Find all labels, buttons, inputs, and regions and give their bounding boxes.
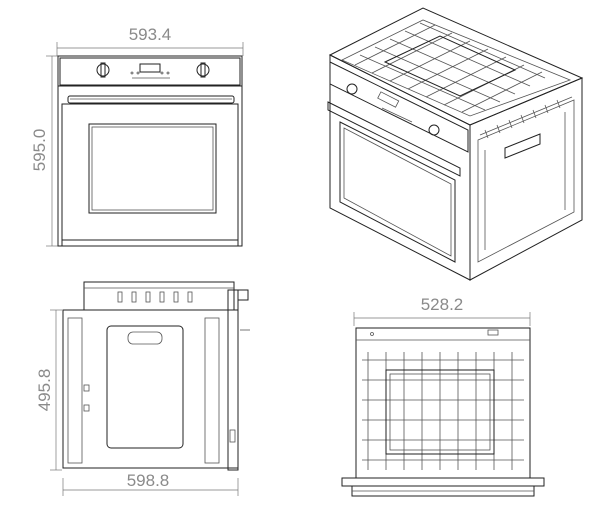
iso-left-knob — [346, 83, 358, 95]
side-handle-recess — [504, 133, 541, 159]
iso-door-handle — [327, 101, 461, 177]
top-grid — [354, 22, 546, 113]
side-handle-cutout — [127, 331, 163, 345]
side-height-label: 495.8 — [35, 369, 54, 412]
top-width-label: 528.2 — [421, 295, 464, 314]
display — [139, 63, 161, 73]
left-knob — [96, 62, 110, 78]
front-view: 593.4 595.0 — [30, 25, 244, 247]
right-knob — [196, 62, 210, 78]
door-handle — [67, 95, 235, 104]
side-view: 598.8 495.8 — [35, 281, 250, 496]
door-window — [88, 123, 217, 214]
side-panel — [106, 325, 184, 449]
side-depth-label: 598.8 — [127, 471, 170, 490]
side-vents — [477, 96, 575, 263]
iso-right-knob — [428, 124, 440, 136]
isometric-view — [327, 7, 584, 281]
front-height-label: 595.0 — [30, 129, 49, 172]
front-width-label: 593.4 — [129, 25, 172, 44]
top-view: 528.2 — [341, 295, 545, 497]
top-wire-grid — [362, 352, 524, 470]
iso-door-window — [339, 121, 456, 263]
